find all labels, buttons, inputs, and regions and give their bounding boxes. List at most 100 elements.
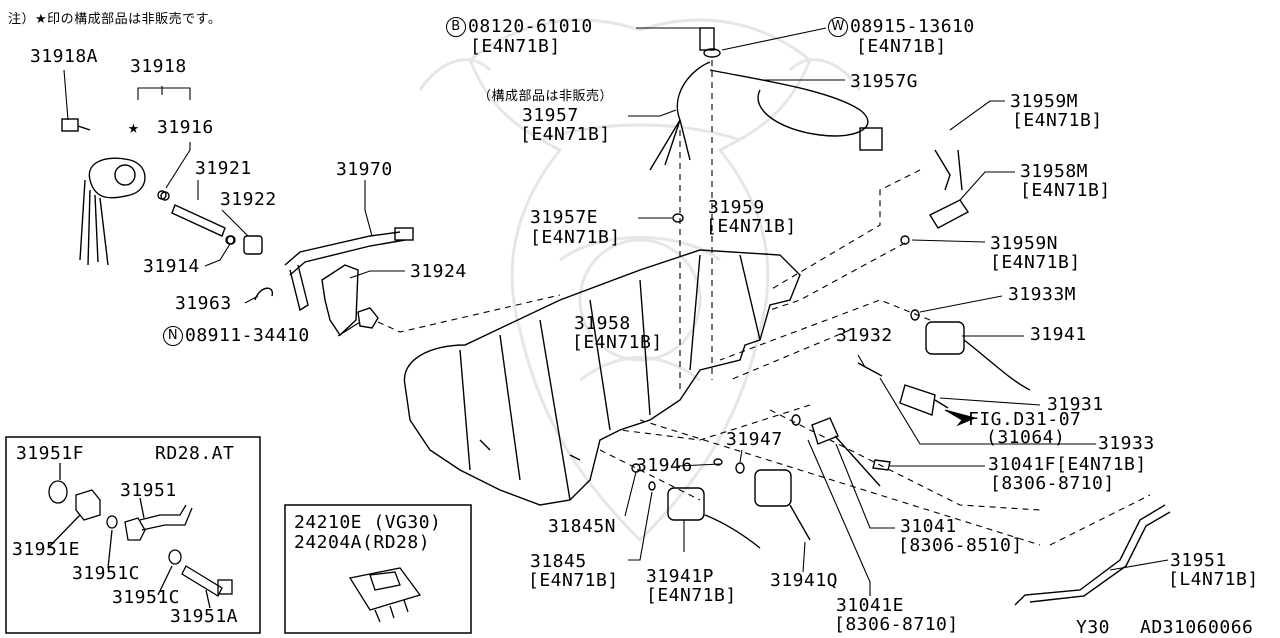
code-31959N: [E4N71B]: [990, 252, 1081, 273]
code-31941P: [E4N71B]: [646, 585, 737, 606]
part-31041-drawing: [811, 417, 881, 487]
label-31933[interactable]: 31933: [1098, 433, 1155, 454]
star-mark: ★: [128, 117, 140, 138]
label-31959N[interactable]: 31959N: [990, 233, 1059, 254]
label-31951[interactable]: 31951: [1170, 550, 1227, 571]
inset-rd28-frame: [5, 436, 261, 634]
code-31958: [E4N71B]: [572, 332, 663, 353]
part-31951-tube-parallel: [1029, 511, 1171, 603]
code-31951: [L4N71B]: [1168, 569, 1259, 590]
label-31041E[interactable]: 31041E: [836, 595, 905, 616]
label-31924[interactable]: 31924: [410, 261, 467, 282]
label-31946[interactable]: 31946: [636, 455, 693, 476]
inset-rd28-title: RD28.AT: [155, 443, 235, 464]
label-31916[interactable]: 31916: [157, 117, 214, 138]
code-31041E: [8306-8710]: [834, 614, 959, 635]
part-31932-drawing: [857, 362, 883, 377]
label-31041F[interactable]: 31041F[E4N71B]: [988, 454, 1147, 475]
label-31947[interactable]: 31947: [726, 429, 783, 450]
inset-ecu-frame: [284, 504, 472, 634]
code-31958M: [E4N71B]: [1020, 180, 1111, 201]
sub-note: （構成部品は非販売）: [478, 89, 614, 104]
part-31916-ring: [157, 190, 167, 200]
label-31959[interactable]: 31959: [708, 197, 765, 218]
label-31932[interactable]: 31932: [836, 325, 893, 346]
label-fig-d31-07[interactable]: FIG.D31-07: [968, 409, 1082, 430]
ecu-module-drawing: [348, 567, 422, 623]
part-31845-ring: [648, 481, 656, 491]
part-31947-ring: [735, 462, 745, 474]
label-31951F[interactable]: 31951F: [16, 443, 85, 464]
part-31933M-ring: [910, 309, 920, 321]
transmission-case: [403, 249, 801, 506]
label-31959M[interactable]: 31959M: [1010, 91, 1079, 112]
label-31963[interactable]: 31963: [175, 293, 232, 314]
part-31924-drawing: [321, 264, 359, 337]
label-24210E[interactable]: 24210E (VG30): [294, 512, 442, 533]
label-31933M[interactable]: 31933M: [1008, 284, 1077, 305]
part-31958M-drawing: [929, 149, 970, 229]
label-31958[interactable]: 31958: [574, 313, 631, 334]
label-31941Q[interactable]: 31941Q: [770, 570, 839, 591]
label-31951C-a[interactable]: 31951C: [72, 563, 141, 584]
footer-model: Y30: [1076, 617, 1111, 638]
label-31951C-b[interactable]: 31951C: [112, 587, 181, 608]
code-31957E: [E4N71B]: [530, 227, 621, 248]
label-31951A[interactable]: 31951A: [170, 606, 239, 627]
part-31946-ring: [713, 458, 723, 466]
part-31959N-ring: [900, 235, 910, 245]
label-31957[interactable]: 31957: [522, 105, 579, 126]
label-31957E[interactable]: 31957E: [530, 207, 599, 228]
code-31041: [8306-8510]: [898, 535, 1023, 556]
part-31951-drawing: [1014, 504, 1166, 606]
part-31963-drawing: [254, 287, 274, 301]
part-31970-drawing: [284, 227, 414, 312]
part-31931-drawing: [899, 384, 949, 416]
label-24204A[interactable]: 24204A(RD28): [294, 532, 431, 553]
w-mark-icon: W: [828, 17, 848, 37]
label-31958M[interactable]: 31958M: [1020, 161, 1089, 182]
code-fig: (31064): [986, 427, 1066, 448]
code-31845: [E4N71B]: [528, 570, 619, 591]
label-31957G[interactable]: 31957G: [850, 71, 919, 92]
label-31941P[interactable]: 31941P: [646, 566, 715, 587]
leader-lines: [63, 27, 1169, 596]
label-31941[interactable]: 31941: [1030, 324, 1087, 345]
part-31941P-drawing: [667, 487, 761, 549]
label-31041[interactable]: 31041: [900, 516, 957, 537]
part-31041F-drawing: [872, 459, 891, 471]
label-31951-inset[interactable]: 31951: [120, 480, 177, 501]
part-31922-drawing: [243, 235, 263, 255]
label-31970[interactable]: 31970: [336, 159, 393, 180]
dashed-extension-lines: [377, 60, 1151, 546]
code-31959: [E4N71B]: [706, 216, 797, 237]
part-31933-ring: [791, 414, 801, 426]
label-31914[interactable]: 31914: [143, 256, 200, 277]
part-31941-drawing: [925, 321, 1031, 391]
label-31845N[interactable]: 31845N: [548, 516, 617, 537]
b-mark-icon: B: [446, 17, 466, 37]
footer-figure-code: AD31060066: [1140, 617, 1254, 638]
wiring-harness-drawing: [649, 27, 883, 171]
label-31951E[interactable]: 31951E: [12, 539, 81, 560]
code-08915: [E4N71B]: [856, 36, 947, 57]
label-31921[interactable]: 31921: [195, 158, 252, 179]
code-08120: [E4N71B]: [470, 36, 561, 57]
label-31918A[interactable]: 31918A: [30, 46, 99, 67]
part-08911-drawing: [357, 307, 379, 329]
watermark-emblem: [418, 18, 862, 543]
code-31957: [E4N71B]: [520, 124, 611, 145]
code-31959M: [E4N71B]: [1012, 110, 1103, 131]
label-31922[interactable]: 31922: [220, 189, 277, 210]
label-31845[interactable]: 31845: [530, 551, 587, 572]
label-31931[interactable]: 31931: [1047, 394, 1104, 415]
code-31041F: [8306-8710]: [990, 473, 1115, 494]
label-31918[interactable]: 31918: [130, 56, 187, 77]
note-non-sale: 注）★印の構成部品は非販売です。: [8, 12, 222, 27]
inset-rd28-drawing: [47, 463, 233, 609]
